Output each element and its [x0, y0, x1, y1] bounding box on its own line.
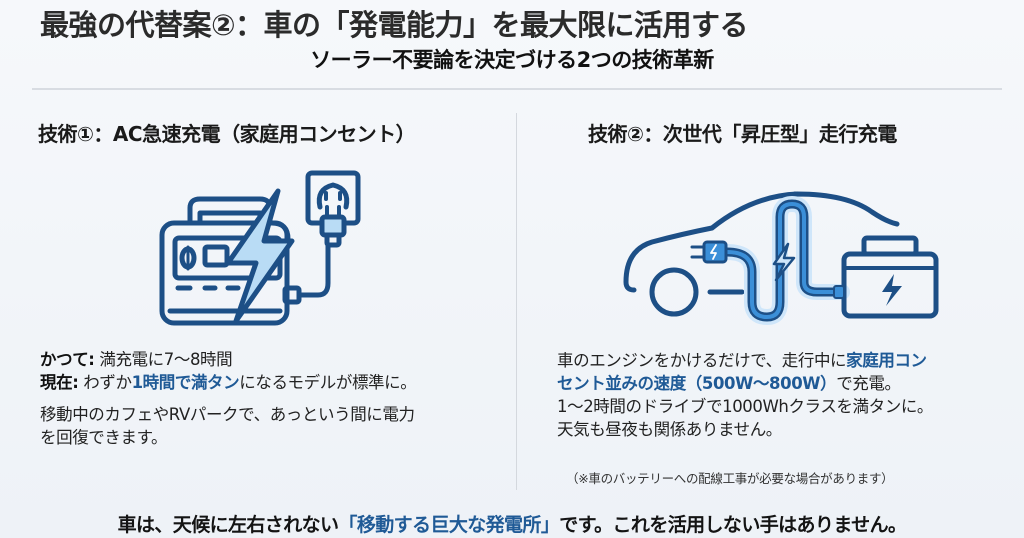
header-divider: [32, 88, 1002, 90]
tech2-line2: セント並みの速度（500W〜800W）で充電。: [557, 372, 933, 395]
column-divider: [516, 113, 517, 490]
now-label: 現在:: [40, 373, 79, 392]
tech2-line3: 1〜2時間のドライブで1000Whクラスを満タンに。: [557, 397, 934, 416]
past-text: 満充電に7〜8時間: [94, 350, 233, 369]
tech1-past-line: かつて: 満充電に7〜8時間: [40, 348, 416, 371]
tech2-line1-highlight: 家庭用コン: [846, 351, 927, 370]
tech1-now-line: 現在: わずか1時間で満タンになるモデルが標準に。: [40, 371, 417, 394]
footer-post: です。これを活用しない手はありません。: [559, 514, 907, 536]
tech2-description: 車のエンジンをかけるだけで、走行中に家庭用コン セント並みの速度（500W〜80…: [557, 349, 933, 441]
now-text-pre: わずか: [78, 373, 132, 392]
tech1-para2-line2: を回復できます。: [40, 428, 168, 447]
tech2-heading: 技術②：次世代「昇圧型」走行充電: [588, 122, 897, 146]
tech1-para2-line1: 移動中のカフェやRVパークで、あっという間に電力: [40, 405, 415, 424]
power-station-plug-icon: [150, 163, 370, 333]
page-title: 最強の代替案②：車の「発電能力」を最大限に活用する: [40, 8, 749, 42]
page-subtitle: ソーラー不要論を決定づける2つの技術革新: [310, 48, 714, 72]
tech2-line1: 車のエンジンをかけるだけで、走行中に家庭用コン: [557, 349, 933, 372]
wiring-note: （※車のバッテリーへの配線工事が必要な場合があります）: [566, 471, 894, 486]
now-text-post: になるモデルが標準に。: [239, 373, 417, 392]
footer-pre: 車は、天候に左右されない: [117, 514, 339, 536]
past-label: かつて:: [40, 350, 95, 369]
tech2-line2-highlight: セント並みの速度（500W〜800W）: [557, 374, 837, 393]
tech2-line2-text: で充電。: [836, 374, 901, 393]
car-charging-battery-icon: [612, 182, 942, 330]
footer-highlight: 「移動する巨大な発電所」: [338, 514, 560, 536]
tech1-heading: 技術①：AC急速充電（家庭用コンセント）: [38, 122, 416, 146]
now-highlight: 1時間で満タン: [131, 373, 240, 392]
tech2-line4: 天気も昼夜も関係ありません。: [557, 420, 782, 439]
tech1-description: かつて: 満充電に7〜8時間 現在: わずか1時間で満タンになるモデルが標準に。…: [40, 348, 417, 449]
tech2-line1-text: 車のエンジンをかけるだけで、走行中に: [557, 351, 847, 370]
footer-message: 車は、天候に左右されない「移動する巨大な発電所」です。これを活用しない手はありま…: [0, 510, 1024, 537]
